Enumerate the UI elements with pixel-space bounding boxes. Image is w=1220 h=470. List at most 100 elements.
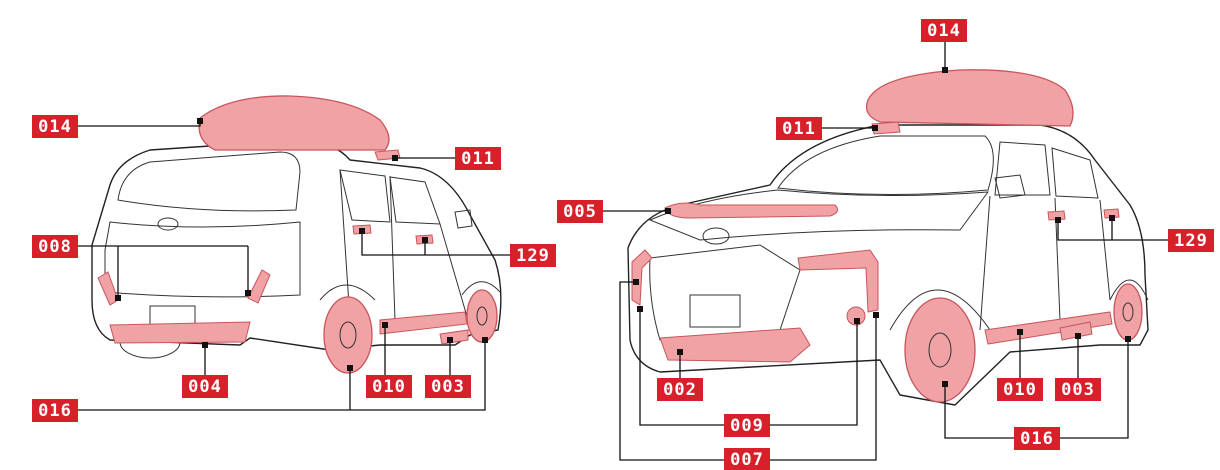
front-hood [648, 189, 990, 241]
front-fog-garnish [846, 306, 866, 326]
anchor-rear-010 [382, 322, 388, 328]
anchor-front-016-1 [942, 381, 948, 387]
svg-text:016: 016 [1020, 429, 1054, 449]
label-front-skid: 002 [657, 378, 703, 401]
rear-wheel-front [466, 289, 498, 343]
anchor-front-129-2 [1109, 215, 1115, 221]
leader-front-129 [1057, 218, 1168, 241]
tailgate [104, 221, 301, 298]
label-front-corner-garnish: 007 [724, 448, 770, 470]
rear-reflector-right [247, 269, 271, 304]
front-wheel-arch [889, 289, 991, 331]
anchor-front-010 [1017, 329, 1023, 335]
anchor-rear-008-right [245, 290, 251, 296]
anchor-front-009-2 [854, 318, 860, 324]
front-door-handle-cover-2 [1103, 208, 1120, 219]
label-front-door-handle-covers: 129 [1168, 229, 1214, 252]
label-rear-roof-box: 014 [32, 115, 78, 138]
rear-logo [157, 217, 179, 231]
svg-text:014: 014 [927, 21, 961, 41]
anchor-rear-004 [202, 342, 208, 348]
front-wheel-arch [461, 281, 501, 296]
anchor-front-014 [942, 67, 948, 73]
front-car-body [627, 124, 1149, 406]
side-window-rear [339, 169, 391, 223]
anchor-front-009-1 [637, 306, 643, 312]
svg-text:007: 007 [730, 450, 764, 470]
anchor-front-007-1 [633, 279, 639, 285]
rear-window [117, 151, 301, 212]
rear-mudguard [439, 329, 469, 345]
front-corner-garnish-left [631, 249, 653, 306]
anchor-front-007-2 [873, 312, 879, 318]
front-logo [702, 227, 730, 245]
label-rear-reflectors: 008 [32, 235, 78, 258]
side-window-front [389, 176, 441, 225]
label-rear-roof-rail: 011 [455, 147, 501, 170]
svg-text:129: 129 [516, 246, 550, 266]
front-side-skirt [984, 311, 1113, 345]
anchor-front-129-1 [1055, 217, 1061, 223]
front-hood-garnish [664, 202, 839, 219]
leader-rear-016 [78, 340, 486, 411]
label-front-hood-garnish: 005 [557, 200, 603, 223]
rear-view-labels: 014 011 008 129 004 010 003 016 [32, 115, 556, 422]
svg-text:129: 129 [1174, 231, 1208, 251]
svg-text:016: 016 [38, 401, 72, 421]
label-front-fog-garnish: 009 [724, 414, 770, 437]
label-rear-mudguard: 003 [425, 375, 471, 398]
label-front-roof-rail: 011 [776, 117, 822, 140]
rear-side-skirt [379, 311, 468, 335]
front-side-window-2 [1051, 147, 1099, 199]
front-windshield [777, 135, 994, 196]
anchor-front-011 [872, 125, 878, 131]
rear-wheel-arch-front-view [1109, 279, 1149, 301]
front-wheel-front-hub [928, 332, 952, 368]
front-roof-box [865, 69, 1074, 127]
rear-view-leaders [78, 118, 510, 411]
label-rear-skid: 004 [182, 375, 228, 398]
leader-rear-014 [78, 122, 201, 127]
anchor-rear-129-2 [422, 237, 428, 243]
front-view-parts [631, 69, 1143, 403]
side-mirror [454, 209, 473, 229]
anchor-front-002 [677, 349, 683, 355]
front-wheel-rear [1113, 283, 1143, 341]
front-wheel-front [904, 297, 976, 403]
svg-text:011: 011 [782, 119, 816, 139]
anchor-front-005 [665, 208, 671, 214]
anchor-rear-016-2 [482, 337, 488, 343]
svg-text:011: 011 [461, 149, 495, 169]
label-front-wheels: 016 [1014, 427, 1060, 450]
svg-text:014: 014 [38, 117, 72, 137]
anchor-rear-003 [447, 337, 453, 343]
rear-wheel-arch [319, 284, 376, 301]
svg-text:003: 003 [431, 377, 465, 397]
leader-rear-008 [78, 245, 249, 298]
label-front-roof-box: 014 [921, 19, 967, 42]
svg-text:005: 005 [563, 202, 597, 222]
front-corner-garnish-right [797, 249, 879, 313]
leader-rear-129 [361, 232, 510, 256]
label-rear-side-skirt: 010 [366, 375, 412, 398]
svg-text:002: 002 [663, 380, 697, 400]
door-line [339, 169, 469, 321]
anchor-rear-129-1 [359, 228, 365, 234]
svg-text:008: 008 [38, 237, 72, 257]
front-mudguard [1059, 321, 1093, 341]
svg-text:010: 010 [1003, 380, 1037, 400]
anchor-rear-008-left [115, 295, 121, 301]
svg-text:009: 009 [730, 416, 764, 436]
rear-roof-box [198, 95, 390, 151]
rear-wheel-rear-hub [339, 321, 357, 349]
anchor-rear-016-1 [347, 365, 353, 371]
front-license-plate [689, 294, 741, 328]
anchor-rear-011 [392, 155, 398, 161]
front-side-mirror [994, 174, 1026, 199]
label-rear-door-handle-covers: 129 [510, 244, 556, 267]
rear-wheel-rear [323, 296, 373, 374]
anchor-front-016-2 [1125, 336, 1131, 342]
rear-skid-plate [109, 321, 251, 344]
leader-front-007 [619, 281, 877, 461]
anchor-front-003 [1075, 333, 1081, 339]
